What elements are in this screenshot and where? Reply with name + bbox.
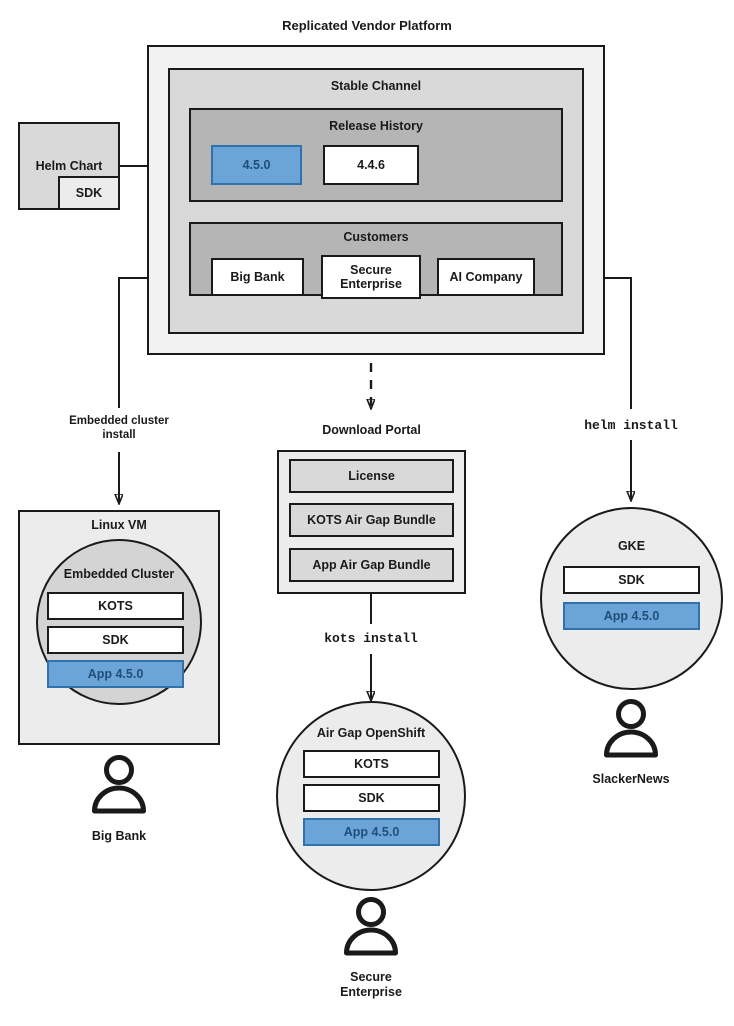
edge-label-helm-install: helm install <box>584 418 678 433</box>
airgap-component-kots[interactable]: KOTS <box>303 750 440 778</box>
gke-component-sdk[interactable]: SDK <box>563 566 700 594</box>
gke-component-app[interactable]: App 4.5.0 <box>563 602 700 630</box>
customer-secure-enterprise-label: Secure Enterprise <box>340 263 402 291</box>
customer-secure-enterprise[interactable]: Secure Enterprise <box>321 255 421 299</box>
actor-label-big-bank: Big Bank <box>91 829 147 843</box>
edge-label-kots-install: kots install <box>324 631 418 646</box>
helm-chart-sdk-box[interactable]: SDK <box>58 176 120 210</box>
embedded-cluster-title: Embedded Cluster <box>63 567 175 581</box>
edge-label-embedded-cluster-install: Embedded cluster install <box>39 415 199 442</box>
download-item-kots-air-gap-bundle[interactable]: KOTS Air Gap Bundle <box>289 503 454 537</box>
release-4-4-6[interactable]: 4.4.6 <box>323 145 419 185</box>
actor-icon-big-bank <box>92 755 146 814</box>
release-history-label: Release History <box>329 119 423 133</box>
actor-label-secure-line1: Secure <box>350 970 392 984</box>
actor-label-secure-enterprise: Secure Enterprise <box>291 970 451 1000</box>
edge-label-embedded-line2: install <box>102 428 136 441</box>
gke-circle <box>540 507 723 690</box>
download-item-license[interactable]: License <box>289 459 454 493</box>
helm-chart-label: Helm Chart <box>35 159 103 173</box>
airgap-component-sdk[interactable]: SDK <box>303 784 440 812</box>
linux-vm-title: Linux VM <box>91 518 147 532</box>
airgap-component-app[interactable]: App 4.5.0 <box>303 818 440 846</box>
download-item-app-air-gap-bundle[interactable]: App Air Gap Bundle <box>289 548 454 582</box>
customer-ai-company[interactable]: AI Company <box>437 258 535 296</box>
customer-big-bank[interactable]: Big Bank <box>211 258 304 296</box>
linux-vm-component-app[interactable]: App 4.5.0 <box>47 660 184 688</box>
edge-label-embedded-line1: Embedded cluster <box>69 415 169 427</box>
download-portal-title: Download Portal <box>322 423 421 437</box>
release-4-5-0[interactable]: 4.5.0 <box>211 145 302 185</box>
stable-channel-label: Stable Channel <box>330 79 422 93</box>
linux-vm-component-kots[interactable]: KOTS <box>47 592 184 620</box>
actor-label-secure-line2: Enterprise <box>340 984 402 999</box>
linux-vm-component-sdk[interactable]: SDK <box>47 626 184 654</box>
page-title: Replicated Vendor Platform <box>282 18 452 33</box>
actor-icon-secure-enterprise <box>344 897 398 956</box>
actor-icon-slackernews <box>604 699 658 758</box>
actor-label-slackernews: SlackerNews <box>592 772 670 786</box>
customers-label: Customers <box>343 230 409 244</box>
gke-title: GKE <box>617 539 646 553</box>
airgap-openshift-title: Air Gap OpenShift <box>316 726 426 740</box>
